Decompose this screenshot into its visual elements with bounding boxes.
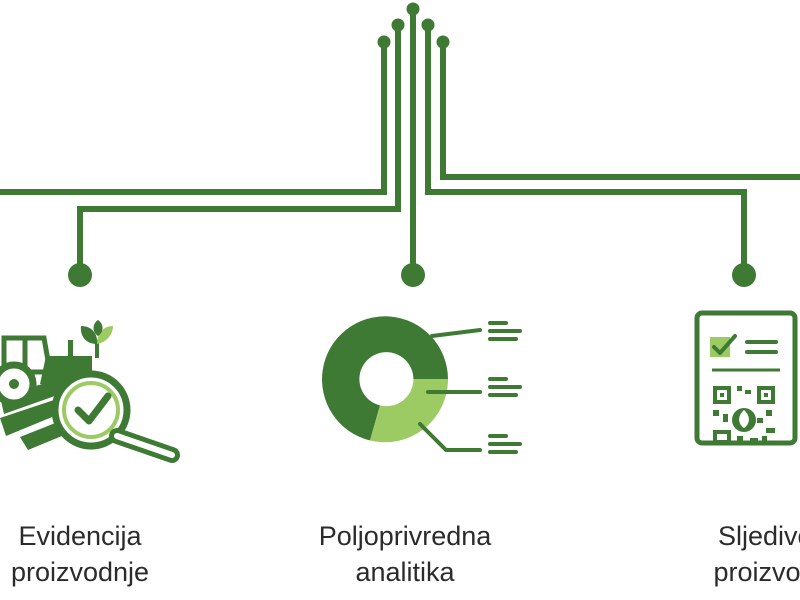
- trace-right-top: [440, 42, 800, 180]
- donut-segment-light: [370, 379, 449, 443]
- item-label-analitika: Poljoprivredna analitika: [300, 518, 510, 590]
- item-label-sljedivost: Sljedivos proizvoda: [672, 518, 800, 590]
- pin-dot: [391, 18, 405, 32]
- checkbox-tick: [712, 334, 737, 355]
- qr-code: [713, 386, 775, 444]
- label-line-2: proizvoda: [713, 557, 800, 587]
- magnifier-icon: [51, 370, 180, 463]
- tractor-exhaust: [68, 340, 73, 358]
- pin-dot: [436, 35, 450, 49]
- trace-right-bottom: [425, 25, 747, 275]
- label-line-2: analitika: [355, 557, 455, 587]
- trace-left-top: [0, 42, 387, 195]
- label-line-1: Sljedivos: [717, 521, 800, 551]
- label-line-2: proizvodnje: [10, 557, 150, 587]
- check-icon: [74, 392, 112, 425]
- top-pins: [377, 2, 450, 49]
- tractor-magnifier-check-icon: [0, 320, 180, 463]
- sprout-icon: [80, 320, 113, 358]
- pin-dot: [406, 2, 420, 16]
- leaf-icon: [739, 410, 749, 428]
- pin-dot: [421, 18, 435, 32]
- node-dot-1: [68, 263, 92, 287]
- checkbox: [710, 337, 730, 357]
- node-dot-2: [401, 263, 425, 287]
- legend-lines: [488, 321, 522, 454]
- label-line-1: Poljoprivredna: [318, 521, 492, 551]
- trace-left-bottom: [77, 25, 401, 275]
- label-line-1: Evidencija: [18, 521, 142, 551]
- node-terminals: [68, 263, 756, 287]
- item-label-evidencija: Evidencija proizvodnje: [0, 518, 180, 590]
- node-dot-3: [732, 263, 756, 287]
- donut-segment-dark: [322, 316, 448, 441]
- leader-lines: [418, 328, 482, 452]
- circuit-lines: [0, 10, 800, 275]
- document-qr-code-icon: [694, 310, 798, 446]
- pin-dot: [377, 35, 391, 49]
- donut-chart-icon: [322, 316, 522, 454]
